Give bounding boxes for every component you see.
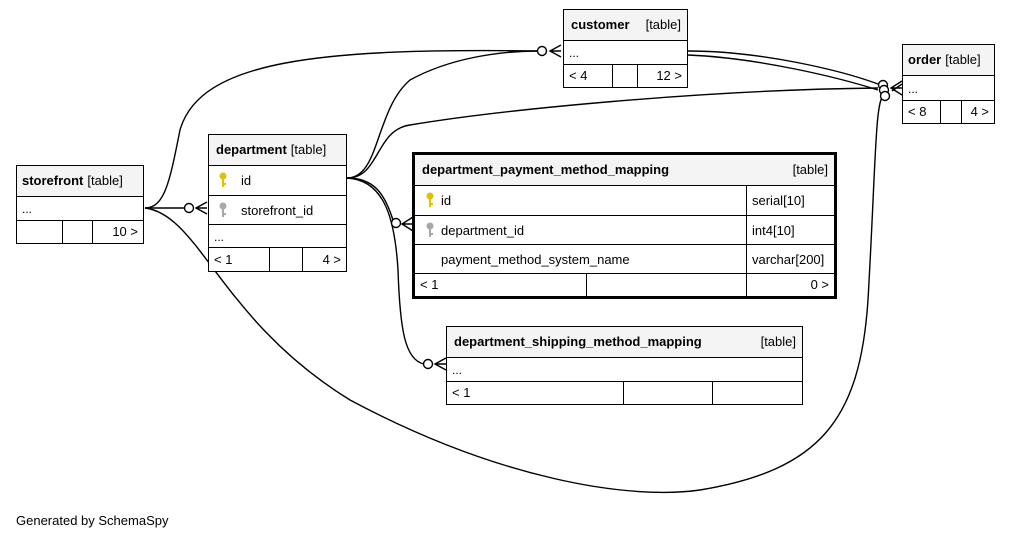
table-name: department_payment_method_mapping	[422, 162, 670, 177]
column-name: id	[441, 193, 452, 208]
table-department-shipping-method-mapping[interactable]: department_shipping_method_mapping [tabl…	[446, 326, 803, 405]
table-department-payment-method-mapping[interactable]: department_payment_method_mapping [table…	[412, 152, 837, 299]
edge-department-dsmm	[346, 177, 425, 365]
table-footer-row: < 4 12 >	[564, 64, 687, 87]
column-row[interactable]: id serial[10]	[415, 185, 834, 215]
column-type: int4[10]	[746, 216, 800, 244]
table-order[interactable]: order[table] ... < 8 4 >	[902, 44, 995, 124]
more-columns-ellipsis: ...	[214, 230, 225, 244]
column-type: varchar[200]	[746, 245, 829, 273]
table-name: customer	[571, 17, 630, 32]
edge-customer-order-1	[687, 50, 879, 85]
more-columns-ellipsis: ...	[452, 363, 463, 377]
edge-storefront-order	[144, 94, 885, 494]
edge-storefront-customer	[144, 49, 539, 209]
children-count[interactable]: 4 >	[970, 104, 989, 119]
edge-end-circle	[183, 202, 195, 214]
primary-key-icon	[219, 172, 227, 187]
table-header: department_payment_method_mapping [table…	[415, 155, 834, 185]
crowfoot-department	[194, 201, 208, 215]
edge-department-dpmm	[346, 177, 394, 221]
column-name: department_id	[441, 223, 525, 238]
column-row[interactable]: id	[209, 165, 346, 195]
table-more-row: ...	[17, 196, 143, 220]
primary-key-icon	[426, 192, 434, 207]
edge-end-circle	[422, 358, 434, 370]
column-name: payment_method_system_name	[441, 252, 630, 267]
table-footer-row: < 1 0 >	[415, 273, 834, 296]
column-name: storefront_id	[241, 203, 314, 218]
table-type-label: [table]	[87, 173, 123, 188]
children-count[interactable]: 10 >	[112, 224, 138, 239]
children-count[interactable]: 4 >	[322, 252, 341, 267]
table-footer-row: < 1 4 >	[209, 247, 346, 271]
table-type-label: [table]	[792, 162, 828, 177]
footer-spacer	[63, 221, 93, 243]
edge-end-circle	[536, 45, 548, 57]
table-name: department	[216, 142, 287, 157]
children-count[interactable]	[713, 382, 802, 404]
table-name: department_shipping_method_mapping	[454, 334, 702, 349]
foreign-key-icon	[219, 202, 227, 217]
children-count[interactable]: 12 >	[656, 68, 682, 83]
footer-spacer	[613, 65, 638, 87]
children-count[interactable]: 0 >	[810, 277, 829, 292]
crowfoot-customer	[548, 44, 562, 58]
column-row[interactable]: payment_method_system_name varchar[200]	[415, 244, 834, 273]
column-row[interactable]: department_id int4[10]	[415, 215, 834, 244]
column-type: serial[10]	[746, 186, 810, 215]
table-type-label: [table]	[290, 142, 327, 157]
table-more-row: ...	[903, 75, 994, 100]
column-row[interactable]: storefront_id	[209, 195, 346, 224]
parents-count[interactable]	[17, 221, 63, 243]
edge-end-circle	[390, 217, 402, 229]
table-header: storefront[table]	[17, 166, 143, 196]
crowfoot-order	[889, 80, 903, 96]
table-header: department[table]	[209, 135, 346, 165]
table-storefront[interactable]: storefront[table] ... 10 >	[16, 165, 144, 244]
foreign-key-icon	[426, 222, 434, 237]
table-more-row: ...	[447, 357, 802, 381]
crowfoot-dsmm	[433, 357, 447, 371]
footer-spacer	[270, 248, 303, 271]
table-name: order	[908, 52, 942, 67]
table-type-label: [table]	[760, 334, 796, 349]
table-customer[interactable]: customer [table] ... < 4 12 >	[563, 9, 688, 88]
table-footer-row: < 8 4 >	[903, 100, 994, 123]
table-name: storefront	[22, 173, 84, 188]
more-columns-ellipsis: ...	[908, 82, 919, 96]
footer-spacer	[587, 274, 747, 296]
table-header: department_shipping_method_mapping [tabl…	[447, 327, 802, 357]
generated-by-footer: Generated by SchemaSpy	[16, 513, 169, 528]
parents-count[interactable]: < 1	[209, 248, 270, 271]
table-footer-row: 10 >	[17, 220, 143, 243]
edge-department-customer	[346, 50, 539, 179]
table-more-row: ...	[209, 224, 346, 247]
table-type-label: [table]	[945, 52, 981, 67]
parents-count[interactable]: < 1	[447, 382, 624, 404]
table-more-row: ...	[564, 40, 687, 64]
edge-department-order	[346, 87, 879, 179]
footer-spacer	[941, 101, 962, 123]
column-name: id	[241, 173, 252, 188]
crowfoot-dpmm	[400, 216, 414, 232]
footer-spacer	[624, 382, 713, 404]
table-footer-row: < 1	[447, 381, 802, 404]
parents-count[interactable]: < 8	[903, 101, 941, 123]
more-columns-ellipsis: ...	[569, 46, 580, 60]
parents-count[interactable]: < 4	[564, 65, 613, 87]
table-type-label: [table]	[645, 17, 681, 32]
table-header: order[table]	[903, 45, 994, 75]
edge-end-circle	[879, 90, 891, 102]
table-header: customer [table]	[564, 10, 687, 40]
table-department[interactable]: department[table] id storefront_id ... <…	[208, 134, 347, 272]
edge-customer-order-2	[687, 54, 879, 91]
parents-count[interactable]: < 1	[415, 274, 587, 296]
more-columns-ellipsis: ...	[22, 202, 33, 216]
